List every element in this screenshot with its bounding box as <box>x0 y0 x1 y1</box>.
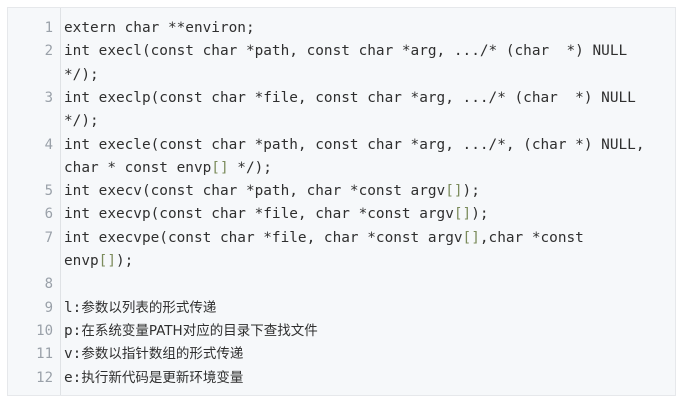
code-line: 3 int execlp(const char *file, const char… <box>8 87 675 134</box>
code-block: 1 extern char **environ; 2 int execl(const … <box>7 7 676 396</box>
line-number: 1 <box>44 20 53 36</box>
code-line: 10 p:在系统变量PATH对应的目录下查找文件 <box>8 320 675 343</box>
code-token: ,char *const <box>479 229 584 246</box>
code-line: 12 e:执行新代码是更新环境变量 <box>8 367 675 390</box>
code-row: int execv(const char *path, char *const … <box>64 180 664 203</box>
gutter-divider <box>60 8 61 395</box>
line-number: 5 <box>44 183 53 200</box>
code-row: int execle(const char *path, const char … <box>64 134 664 157</box>
code-line: 1 extern char **environ; <box>8 17 675 40</box>
code-text: int execv(const char *path, char *const … <box>64 180 664 203</box>
code-token: */); <box>64 66 99 83</box>
bracket-token: [] <box>453 206 472 223</box>
code-line: 6 int execvp(const char *file, char *cons… <box>8 203 675 226</box>
line-number: 12 <box>36 369 53 386</box>
code-line: 9 l:参数以列表的形式传递 <box>8 297 675 320</box>
line-number: 11 <box>36 346 53 363</box>
code-row: int execvpe(const char *file, char *cons… <box>64 227 664 250</box>
code-line: 7 int execvpe(const char *file, char *con… <box>8 227 675 274</box>
code-text: l:参数以列表的形式传递 <box>64 297 664 320</box>
code-token: e: <box>64 369 82 386</box>
line-number: 4 <box>44 136 53 153</box>
code-row: p:在系统变量PATH对应的目录下查找文件 <box>64 320 664 343</box>
code-token: */); <box>228 159 272 176</box>
code-row: l:参数以列表的形式传递 <box>64 297 664 320</box>
line-number: 7 <box>44 229 53 246</box>
code-row: envp[]); <box>64 250 664 273</box>
code-text: int execlp(const char *file, const char … <box>64 87 664 134</box>
code-token: int execlp(const char *file, const char … <box>64 89 636 106</box>
code-row: */); <box>64 64 664 87</box>
code-row: */); <box>64 110 664 133</box>
bracket-token: [] <box>211 159 229 176</box>
code-row: int execl(const char *path, const char *… <box>64 40 664 63</box>
code-row: int execvp(const char *file, char *const… <box>64 203 664 226</box>
bracket-token: [] <box>445 183 463 200</box>
code-line: 11 v:参数以指针数组的形式传递 <box>8 343 675 366</box>
code-text: extern char **environ; <box>64 17 664 40</box>
code-token: ); <box>471 206 489 223</box>
line-number: 6 <box>44 206 53 223</box>
line-number: 2 <box>44 43 53 60</box>
code-line: 5 int execv(const char *path, char *const… <box>8 180 675 203</box>
code-token: int execvp(const char *file, char *const… <box>64 206 454 223</box>
line-number: 9 <box>44 299 53 316</box>
comment-text: 在系统变量PATH对应的目录下查找文件 <box>81 322 318 339</box>
line-number: 10 <box>36 322 53 339</box>
code-token: int execl(const char *path, const char *… <box>64 43 628 60</box>
code-text: int execle(const char *path, const char … <box>64 134 664 181</box>
code-row: v:参数以指针数组的形式传递 <box>64 343 664 366</box>
comment-text: 参数以指针数组的形式传递 <box>81 346 244 363</box>
code-token: ); <box>115 252 134 269</box>
comment-text: 参数以列表的形式传递 <box>81 299 217 316</box>
code-row: int execlp(const char *file, const char … <box>64 87 664 110</box>
code-token: int execvpe(const char *file, char *cons… <box>64 229 463 246</box>
line-number: 8 <box>44 276 53 293</box>
code-row: char * const envp[] */); <box>64 157 664 180</box>
bracket-token: [] <box>462 229 480 246</box>
code-token: extern char **environ; <box>64 20 255 36</box>
code-token: p: <box>64 322 82 339</box>
code-token: int execv(const char *path, char *const … <box>64 183 446 200</box>
bracket-token: [] <box>98 252 116 269</box>
code-token: v: <box>64 346 82 363</box>
code-row: extern char **environ; <box>64 17 664 40</box>
code-token: ); <box>462 183 480 200</box>
code-token: */); <box>64 113 99 130</box>
code-text: int execl(const char *path, const char *… <box>64 40 664 87</box>
code-line: 8 <box>8 273 675 296</box>
code-token: l: <box>64 299 82 316</box>
comment-text: 执行新代码是更新环境变量 <box>81 369 244 386</box>
code-text: p:在系统变量PATH对应的目录下查找文件 <box>64 320 664 343</box>
code-token: envp <box>64 252 99 269</box>
code-text: int execvpe(const char *file, char *cons… <box>64 227 664 274</box>
code-text: v:参数以指针数组的形式传递 <box>64 343 664 366</box>
code-line: 4 int execle(const char *path, const char… <box>8 134 675 181</box>
code-line: 2 int execl(const char *path, const char … <box>8 40 675 87</box>
code-text: int execvp(const char *file, char *const… <box>64 203 664 226</box>
line-number: 3 <box>44 89 53 106</box>
code-token: int execle(const char *path, const char … <box>64 136 645 153</box>
code-row: e:执行新代码是更新环境变量 <box>64 367 664 390</box>
code-token: char * const envp <box>64 159 212 176</box>
code-text: e:执行新代码是更新环境变量 <box>64 367 664 390</box>
